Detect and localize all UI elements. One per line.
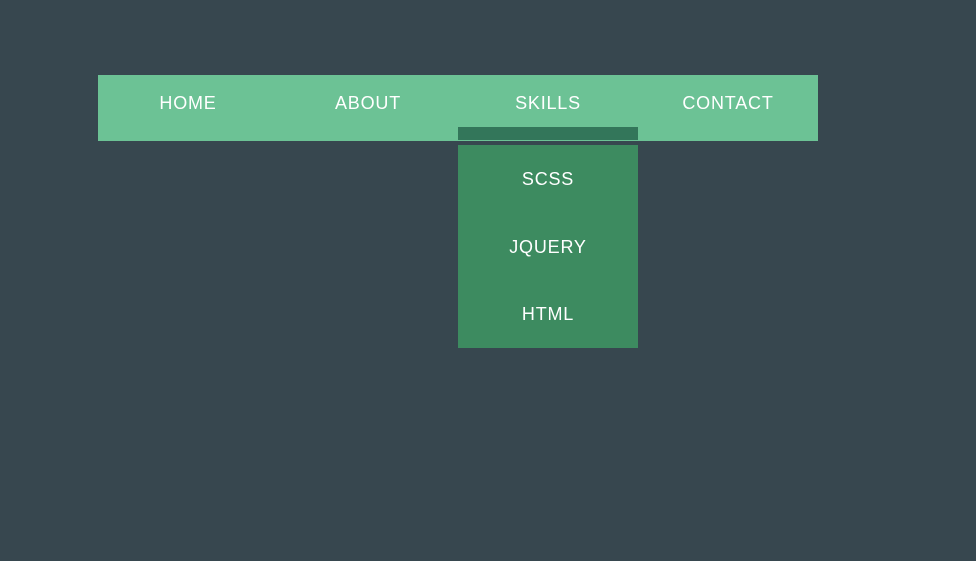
- nav-item-label: HOME: [159, 93, 217, 113]
- dropdown-item-label: SCSS: [521, 168, 575, 189]
- skills-dropdown-menu: SCSS JQUERY HTML: [458, 145, 638, 348]
- dropdown-item-label: HTML: [521, 304, 575, 325]
- dropdown-item-jquery[interactable]: JQUERY: [458, 213, 638, 281]
- dropdown-item-scss[interactable]: SCSS: [458, 145, 638, 213]
- nav-active-indicator: [458, 127, 638, 140]
- nav-item-label: CONTACT: [682, 93, 774, 113]
- nav-item-label: SKILLS: [515, 93, 581, 113]
- nav-item-skills[interactable]: SKILLS: [458, 75, 638, 141]
- nav-item-contact[interactable]: CONTACT: [638, 75, 818, 141]
- dropdown-item-html[interactable]: HTML: [458, 280, 638, 348]
- main-navigation-bar: HOME ABOUT SKILLS CONTACT: [98, 75, 818, 141]
- nav-item-about[interactable]: ABOUT: [278, 75, 458, 141]
- nav-item-home[interactable]: HOME: [98, 75, 278, 141]
- dropdown-item-label: JQUERY: [509, 236, 587, 257]
- nav-item-label: ABOUT: [334, 93, 401, 113]
